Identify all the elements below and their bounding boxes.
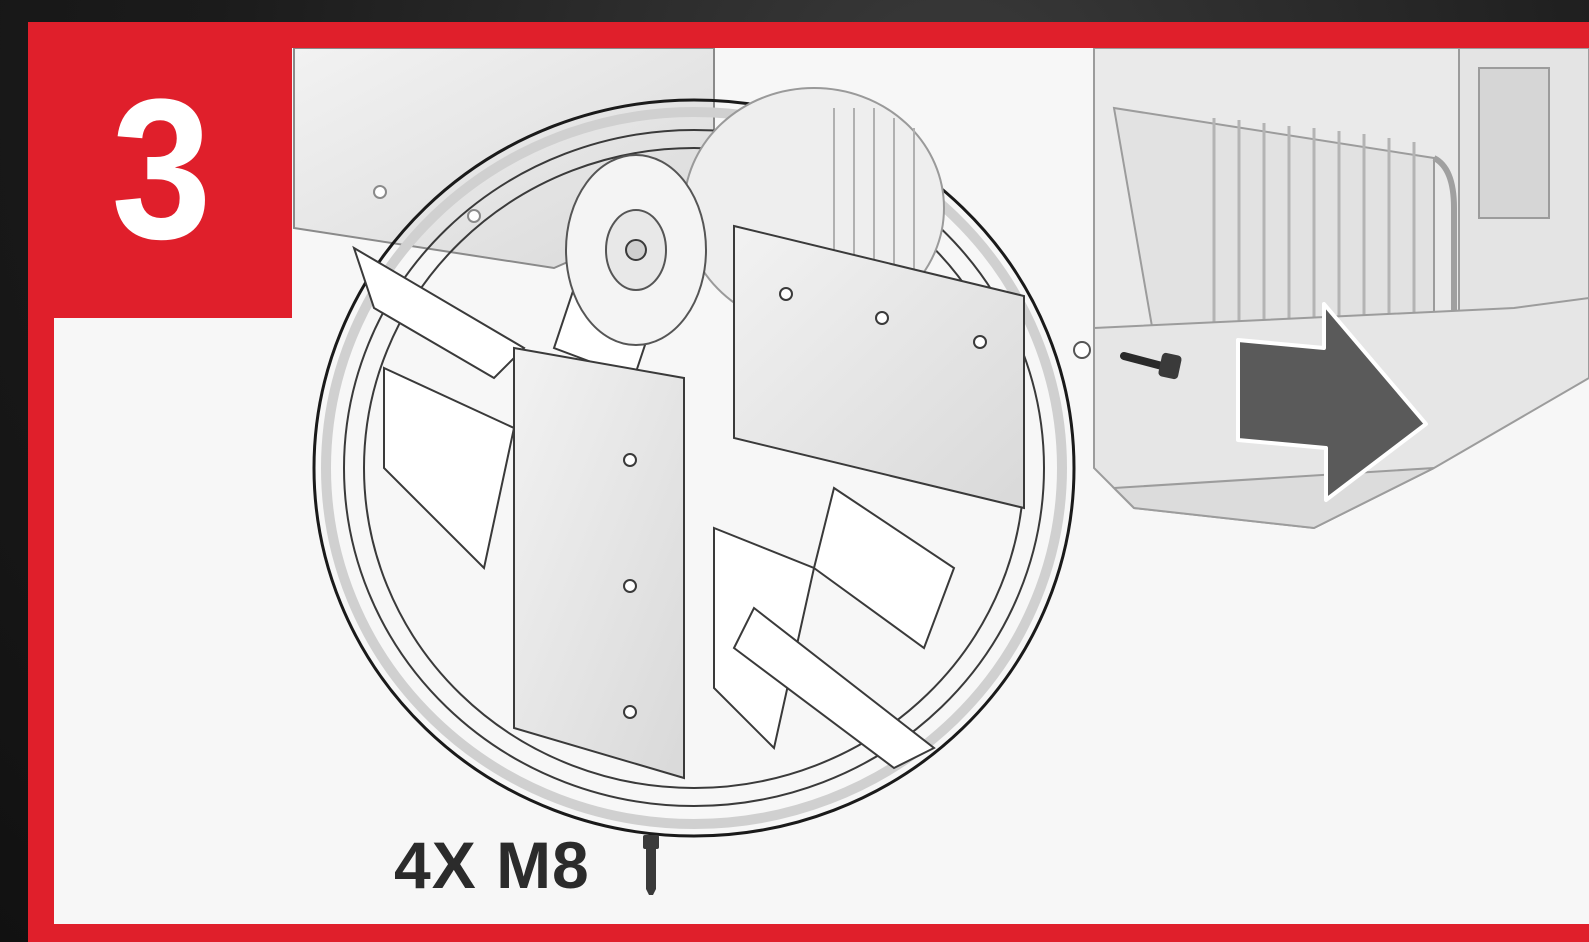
parts-callout: 4X M8 [394,832,666,898]
direction-arrow-right-icon [1236,302,1428,502]
step-number-badge: 3 [28,22,292,318]
parts-quantity-label: 4X M8 [394,828,590,902]
cover-plate [733,224,1025,510]
wheel [312,98,1091,838]
instruction-panel [54,48,1589,924]
bolt-icon [642,835,659,895]
machine-body [1093,48,1589,530]
machine-wheel-assembly-illustration [293,48,1589,838]
step-number: 3 [111,58,212,281]
bolt-illustration [1120,352,1182,380]
side-plate [513,346,685,780]
